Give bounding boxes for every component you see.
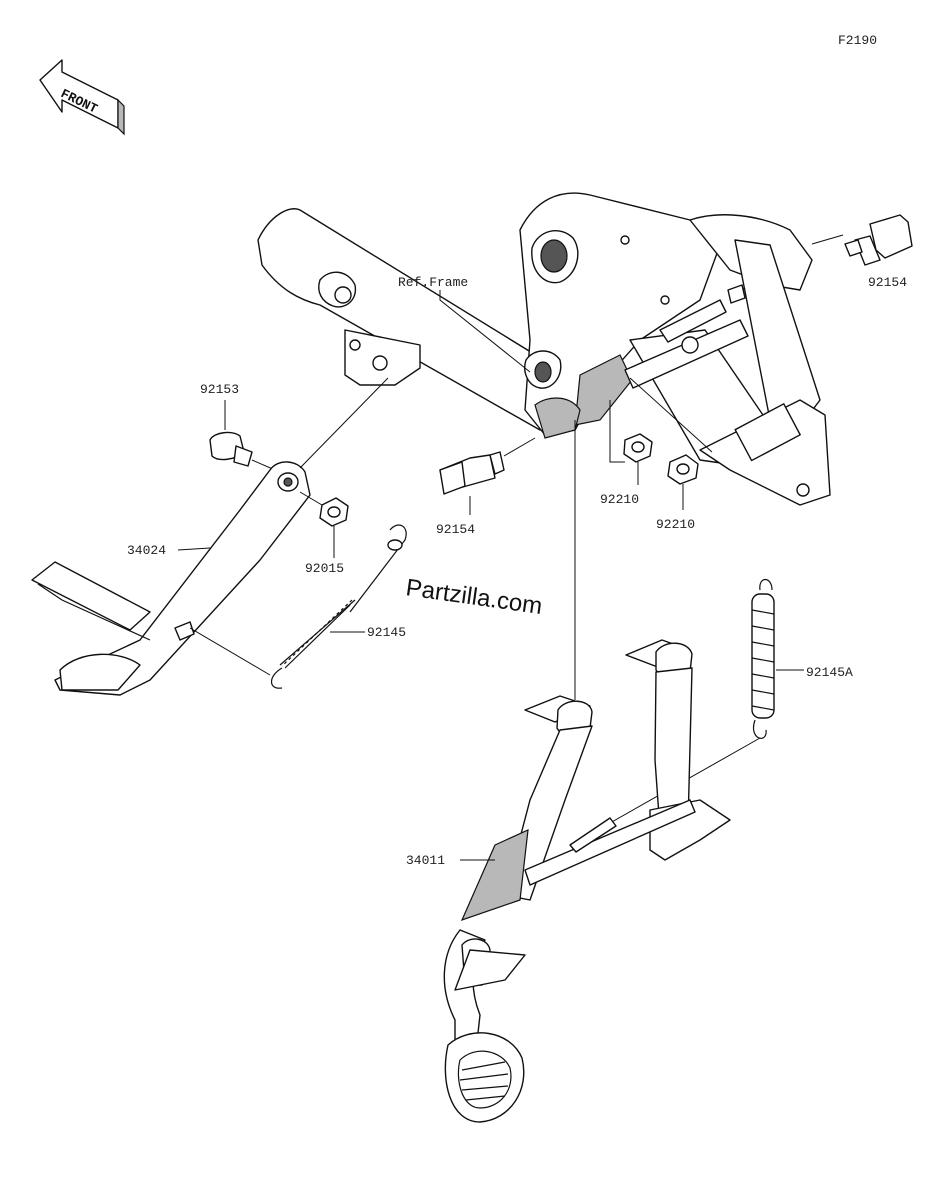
bolt-92153 xyxy=(209,431,253,467)
bolt-92154-mid xyxy=(439,451,505,495)
figure-code: F2190 xyxy=(838,33,877,48)
front-arrow-icon: FRONT xyxy=(39,59,125,136)
nut-92015 xyxy=(319,497,349,527)
callout-ref-frame: Ref.Frame xyxy=(398,275,468,290)
callout-34011: 34011 xyxy=(406,853,445,868)
callout-34024: 34024 xyxy=(127,543,166,558)
callout-92154-mid: 92154 xyxy=(436,522,475,537)
spring-92145 xyxy=(270,524,407,689)
callout-92145A: 92145A xyxy=(806,665,853,680)
callout-92154-top: 92154 xyxy=(868,275,907,290)
nut-92210-right xyxy=(667,454,699,485)
spring-92145A xyxy=(751,578,775,739)
bolt-92154-top xyxy=(844,214,913,266)
callout-92210-right: 92210 xyxy=(656,517,695,532)
callout-92015: 92015 xyxy=(305,561,344,576)
callout-92145: 92145 xyxy=(367,625,406,640)
frame-assembly xyxy=(257,192,831,506)
center-stand-34011 xyxy=(443,639,731,1123)
callout-92153: 92153 xyxy=(200,382,239,397)
nut-92210-left xyxy=(623,433,653,463)
side-stand-34024 xyxy=(31,461,311,696)
callout-92210-left: 92210 xyxy=(600,492,639,507)
watermark: Partzilla.com xyxy=(404,574,544,620)
